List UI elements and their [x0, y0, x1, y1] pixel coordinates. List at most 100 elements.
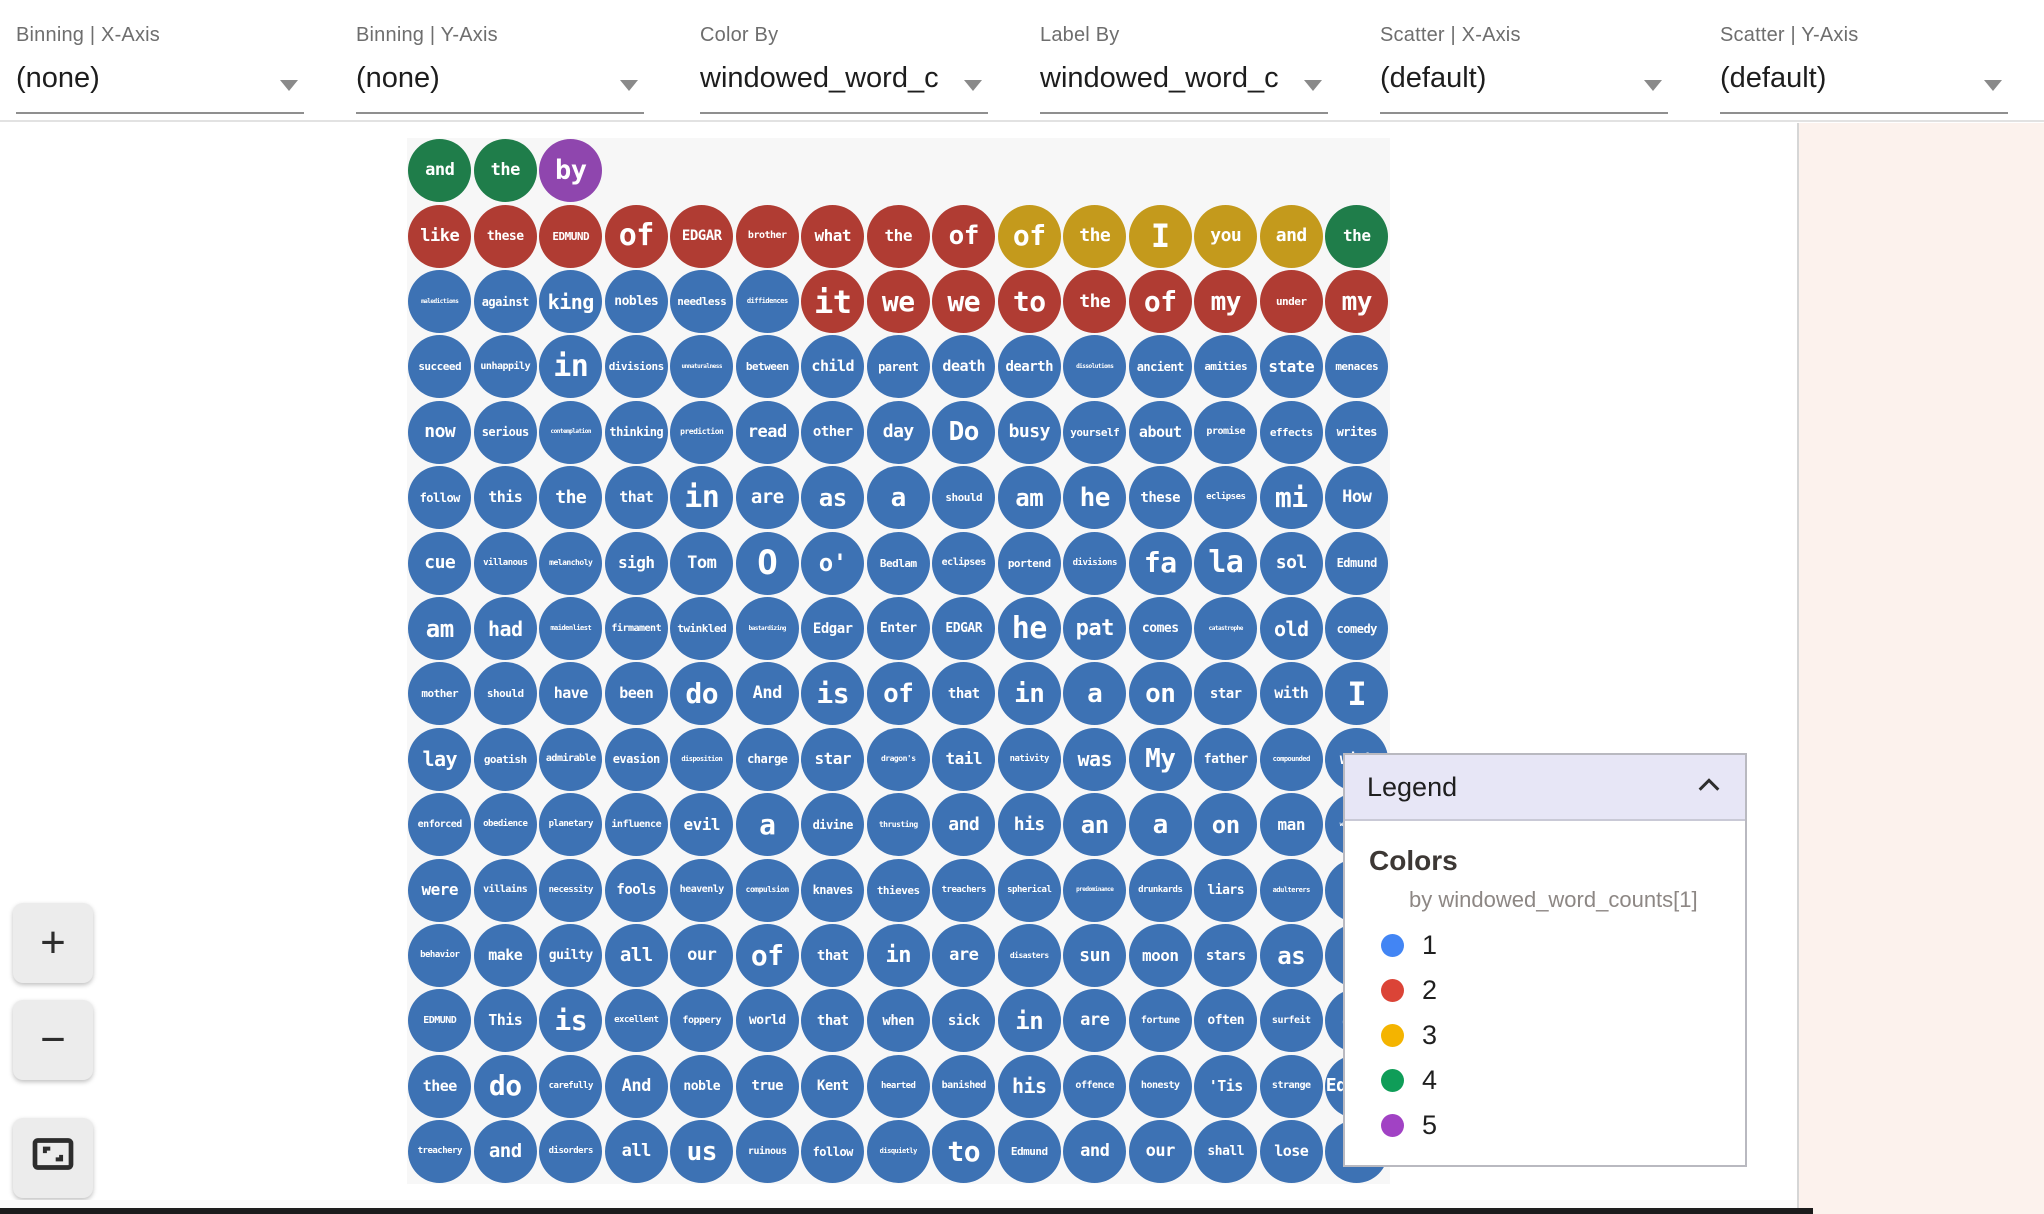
word-bubble[interactable]: of [997, 204, 1061, 268]
word-bubble[interactable]: should [473, 662, 537, 726]
legend-entry[interactable]: 4 [1369, 1058, 1721, 1103]
word-bubble[interactable]: succeed [408, 335, 472, 399]
word-bubble[interactable]: he [1063, 466, 1127, 530]
word-bubble[interactable]: are [735, 466, 799, 530]
word-bubble[interactable]: an [1063, 793, 1127, 857]
word-bubble[interactable]: offence [1063, 1054, 1127, 1118]
word-bubble[interactable]: This [473, 989, 537, 1053]
word-bubble[interactable]: fortune [1128, 989, 1192, 1053]
word-bubble[interactable]: as [1259, 924, 1323, 987]
word-bubble[interactable]: necessity [539, 858, 603, 922]
word-bubble[interactable]: unhappily [473, 335, 537, 399]
zoom-out-button[interactable]: − [13, 1000, 93, 1080]
word-bubble[interactable]: shall [1194, 1120, 1258, 1184]
word-bubble[interactable]: prediction [670, 400, 734, 464]
word-bubble[interactable]: disorders [539, 1120, 603, 1184]
word-bubble[interactable]: maidenliest [539, 597, 603, 660]
word-bubble[interactable]: and [1063, 1120, 1127, 1184]
binning-y-axis-dropdown[interactable]: Binning | Y-Axis (none) [356, 24, 644, 116]
word-bubble[interactable]: to [997, 270, 1061, 333]
word-bubble[interactable]: that [801, 989, 865, 1053]
word-bubble[interactable]: comes [1128, 597, 1192, 660]
word-bubble[interactable]: drunkards [1128, 858, 1192, 922]
word-bubble[interactable]: knaves [801, 858, 865, 922]
word-bubble[interactable]: am [997, 466, 1061, 530]
word-bubble[interactable]: as [801, 466, 865, 530]
word-bubble[interactable]: yourself [1063, 400, 1127, 464]
word-bubble[interactable]: when [866, 989, 930, 1053]
word-bubble[interactable]: dearth [997, 335, 1061, 399]
word-bubble[interactable]: often [1194, 989, 1258, 1053]
word-bubble[interactable]: with [1259, 662, 1323, 726]
word-bubble[interactable]: goatish [473, 727, 537, 791]
word-bubble[interactable]: Edmund [1325, 531, 1389, 595]
word-bubble[interactable]: world [735, 989, 799, 1053]
word-bubble[interactable]: EDGAR [670, 204, 734, 268]
word-bubble[interactable]: surfeit [1259, 989, 1323, 1053]
word-bubble[interactable]: it [801, 270, 865, 333]
word-bubble[interactable]: firmament [604, 597, 668, 660]
word-bubble[interactable]: is [539, 989, 603, 1053]
word-bubble[interactable]: writes [1325, 400, 1389, 464]
word-bubble[interactable]: unnaturalness [670, 335, 734, 399]
word-bubble[interactable]: disposition [670, 727, 734, 791]
word-bubble[interactable]: had [473, 597, 537, 660]
word-bubble[interactable]: divisions [1063, 531, 1127, 595]
word-bubble[interactable]: thrusting [866, 793, 930, 857]
word-bubble[interactable]: make [473, 924, 537, 987]
legend-header[interactable]: Legend [1345, 755, 1745, 821]
word-bubble[interactable]: father [1194, 727, 1258, 791]
word-bubble[interactable]: evasion [604, 727, 668, 791]
word-bubble[interactable]: his [997, 1054, 1061, 1118]
word-bubble[interactable]: by [539, 139, 603, 203]
word-bubble[interactable]: eclipses [932, 531, 996, 595]
chevron-down-icon[interactable] [620, 80, 638, 91]
word-bubble[interactable]: liars [1194, 858, 1258, 922]
word-bubble[interactable]: these [473, 204, 537, 268]
word-bubble[interactable]: charge [735, 727, 799, 791]
word-bubble[interactable]: twinkled [670, 597, 734, 660]
word-bubble[interactable]: busy [997, 400, 1061, 464]
word-bubble[interactable]: enforced [408, 793, 472, 857]
word-bubble[interactable]: the [1325, 204, 1389, 268]
word-bubble[interactable]: o' [801, 531, 865, 595]
word-bubble[interactable]: been [604, 662, 668, 726]
word-bubble[interactable]: in [670, 466, 734, 530]
chevron-down-icon[interactable] [280, 80, 298, 91]
word-bubble[interactable]: on [1194, 793, 1258, 857]
word-bubble[interactable]: nobles [604, 270, 668, 333]
word-bubble[interactable]: the [866, 204, 930, 268]
word-bubble[interactable]: excellent [604, 989, 668, 1053]
word-bubble[interactable]: a [1063, 662, 1127, 726]
word-bubble[interactable]: thee [408, 1054, 472, 1118]
word-bubble[interactable]: nativity [997, 727, 1061, 791]
word-bubble[interactable]: diffidences [735, 270, 799, 333]
word-bubble[interactable]: I [1128, 204, 1192, 268]
word-bubble[interactable]: Tom [670, 531, 734, 595]
word-bubble[interactable]: read [735, 400, 799, 464]
word-bubble[interactable]: all [604, 1120, 668, 1184]
word-bubble[interactable]: mother [408, 662, 472, 726]
word-bubble[interactable]: state [1259, 335, 1323, 399]
word-bubble[interactable]: like [408, 204, 472, 268]
word-bubble[interactable]: old [1259, 597, 1323, 660]
word-bubble[interactable]: I [1325, 662, 1389, 726]
word-bubble[interactable]: now [408, 400, 472, 464]
word-bubble[interactable]: and [408, 139, 472, 203]
word-bubble[interactable]: tail [932, 727, 996, 791]
word-bubble[interactable]: dragon's [866, 727, 930, 791]
word-bubble[interactable]: do [670, 662, 734, 726]
word-bubble[interactable]: EDMUND [408, 989, 472, 1053]
word-bubble[interactable]: ancient [1128, 335, 1192, 399]
word-bubble[interactable]: this [473, 466, 537, 530]
word-bubble[interactable]: divisions [604, 335, 668, 399]
word-bubble[interactable]: divine [801, 793, 865, 857]
word-bubble[interactable]: ruinous [735, 1120, 799, 1184]
word-bubble[interactable]: sigh [604, 531, 668, 595]
word-bubble[interactable]: and [473, 1120, 537, 1184]
word-bubble[interactable]: thieves [866, 858, 930, 922]
word-bubble[interactable]: do [473, 1054, 537, 1118]
word-bubble[interactable]: we [932, 270, 996, 333]
word-bubble[interactable]: my [1325, 270, 1389, 333]
word-bubble[interactable]: needless [670, 270, 734, 333]
